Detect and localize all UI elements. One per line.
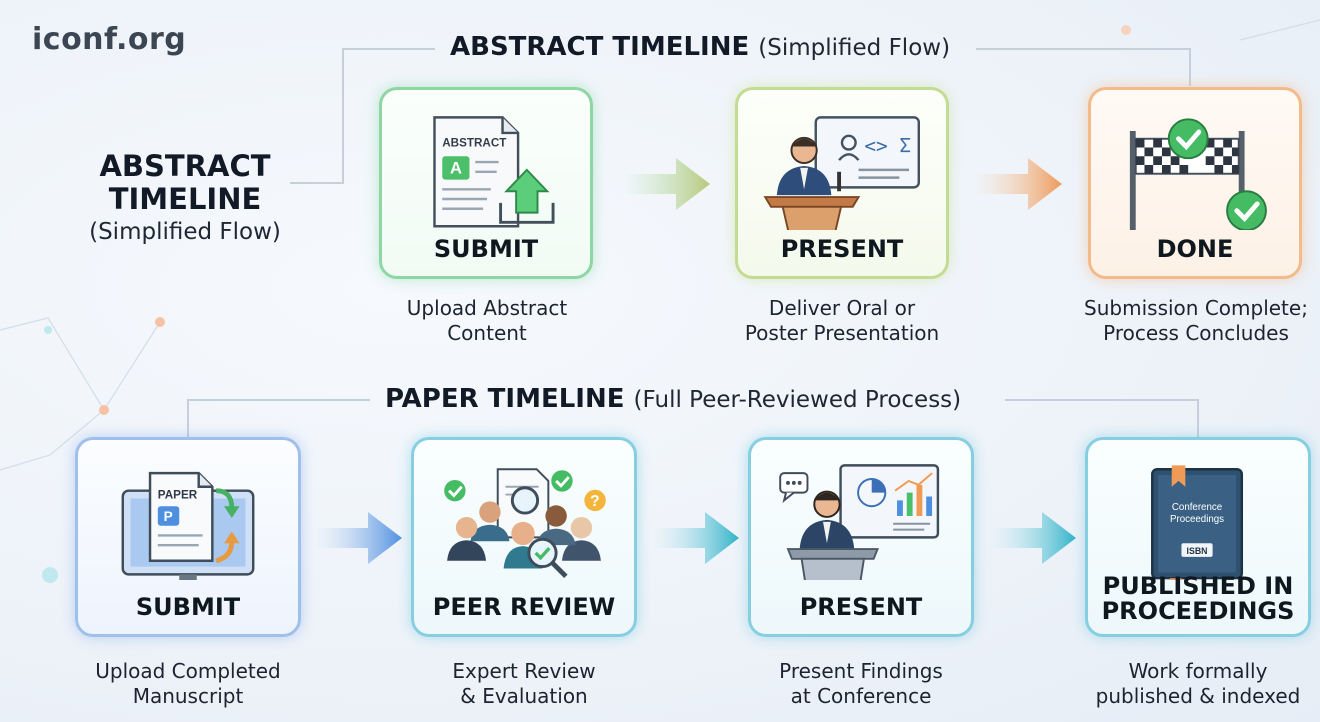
finish-line-icon [1129,118,1267,230]
side-title: ABSTRACT TIMELINE (Simplified Flow) [80,150,290,248]
abstract-upload-icon: ABSTRACT A [433,116,555,228]
question-mark: ? [590,493,600,510]
paper-doc-title: PAPER [158,488,198,501]
desc-line: & Evaluation [460,684,588,708]
abstract-done-card: DONE [1088,87,1302,279]
desc-line: Upload Completed [95,659,281,683]
book-isbn: ISBN [1187,546,1208,556]
desc-line: Manuscript [132,684,244,708]
presenter-icon: <> Σ [763,116,920,230]
abstract-submit-card: ABSTRACT A SUBMIT [379,87,593,279]
paper-review-label: PEER REVIEW [432,593,616,621]
desc-line: at Conference [790,684,932,708]
board-symbols: <> Σ [864,134,911,157]
paper-submit-label: SUBMIT [135,593,241,621]
book-title-line2: Proceedings [1170,514,1224,525]
site-logo: iconf.org [32,22,187,57]
paper-submit-desc: Upload Completed Manuscript [75,659,301,709]
book-title-line1: Conference [1172,502,1222,513]
abstract-submit-desc: Upload Abstract Content [379,296,595,346]
side-title-line2: TIMELINE [108,182,262,216]
paper-heading-subtitle: (Full Peer-Reviewed Process) [633,387,962,413]
paper-present-label: PRESENT [799,593,923,621]
abstract-present-label: PRESENT [780,235,904,263]
arrow-right-icon [314,512,402,564]
desc-line: Poster Presentation [744,321,940,345]
side-title-subtitle: (Simplified Flow) [89,219,281,245]
arrow-right-icon [974,158,1062,210]
paper-review-desc: Expert Review & Evaluation [411,659,637,709]
desc-line: Expert Review [452,659,596,683]
abstract-present-card: <> Σ PRESENT [735,87,949,279]
desc-line: Content [447,321,527,345]
abstract-heading-subtitle: (Simplified Flow) [758,35,951,61]
desc-line: Work formally [1128,659,1268,683]
proceedings-book-icon: Conference Proceedings ISBN [1150,465,1244,580]
paper-published-label: PUBLISHED IN PROCEEDINGS [1088,574,1308,624]
abstract-done-desc: Submission Complete; Process Concludes [1072,296,1320,346]
desc-line: Submission Complete; [1084,296,1308,320]
peer-review-icon: ? [444,468,606,579]
paper-timeline-heading: PAPER TIMELINE (Full Peer-Reviewed Proce… [385,384,961,414]
side-title-line1: ABSTRACT [99,149,271,183]
conference-presenter-icon [779,464,940,580]
abstract-heading-title: ABSTRACT TIMELINE [450,32,750,62]
abstract-done-label: DONE [1156,235,1234,263]
arrow-right-icon [622,158,710,210]
paper-present-desc: Present Findings at Conference [748,659,974,709]
paper-review-card: ? PEER REVIEW [411,437,637,637]
paper-submit-card: PAPER P SUBMIT [75,437,301,637]
paper-heading-title: PAPER TIMELINE [385,384,625,414]
paper-present-card: PRESENT [748,437,974,637]
abstract-submit-label: SUBMIT [433,235,539,263]
abstract-doc-letter: A [450,159,462,178]
desc-line: Present Findings [779,659,943,683]
abstract-present-desc: Deliver Oral or Poster Presentation [720,296,964,346]
desc-line: Process Concludes [1103,321,1289,345]
manuscript-upload-icon: PAPER P [121,471,255,580]
abstract-timeline-heading: ABSTRACT TIMELINE (Simplified Flow) [450,32,950,62]
desc-line: Deliver Oral or [768,296,916,320]
paper-published-desc: Work formally published & indexed [1080,659,1316,709]
desc-line: published & indexed [1095,684,1301,708]
arrow-right-icon [651,512,739,564]
desc-line: Upload Abstract [406,296,568,320]
label-line: PUBLISHED IN [1102,572,1294,600]
paper-doc-letter: P [164,509,173,524]
arrow-right-icon [988,512,1076,564]
paper-published-card: Conference Proceedings ISBN PUBLISHED IN… [1085,437,1311,637]
abstract-doc-title: ABSTRACT [442,137,506,150]
label-line: PROCEEDINGS [1101,597,1295,625]
